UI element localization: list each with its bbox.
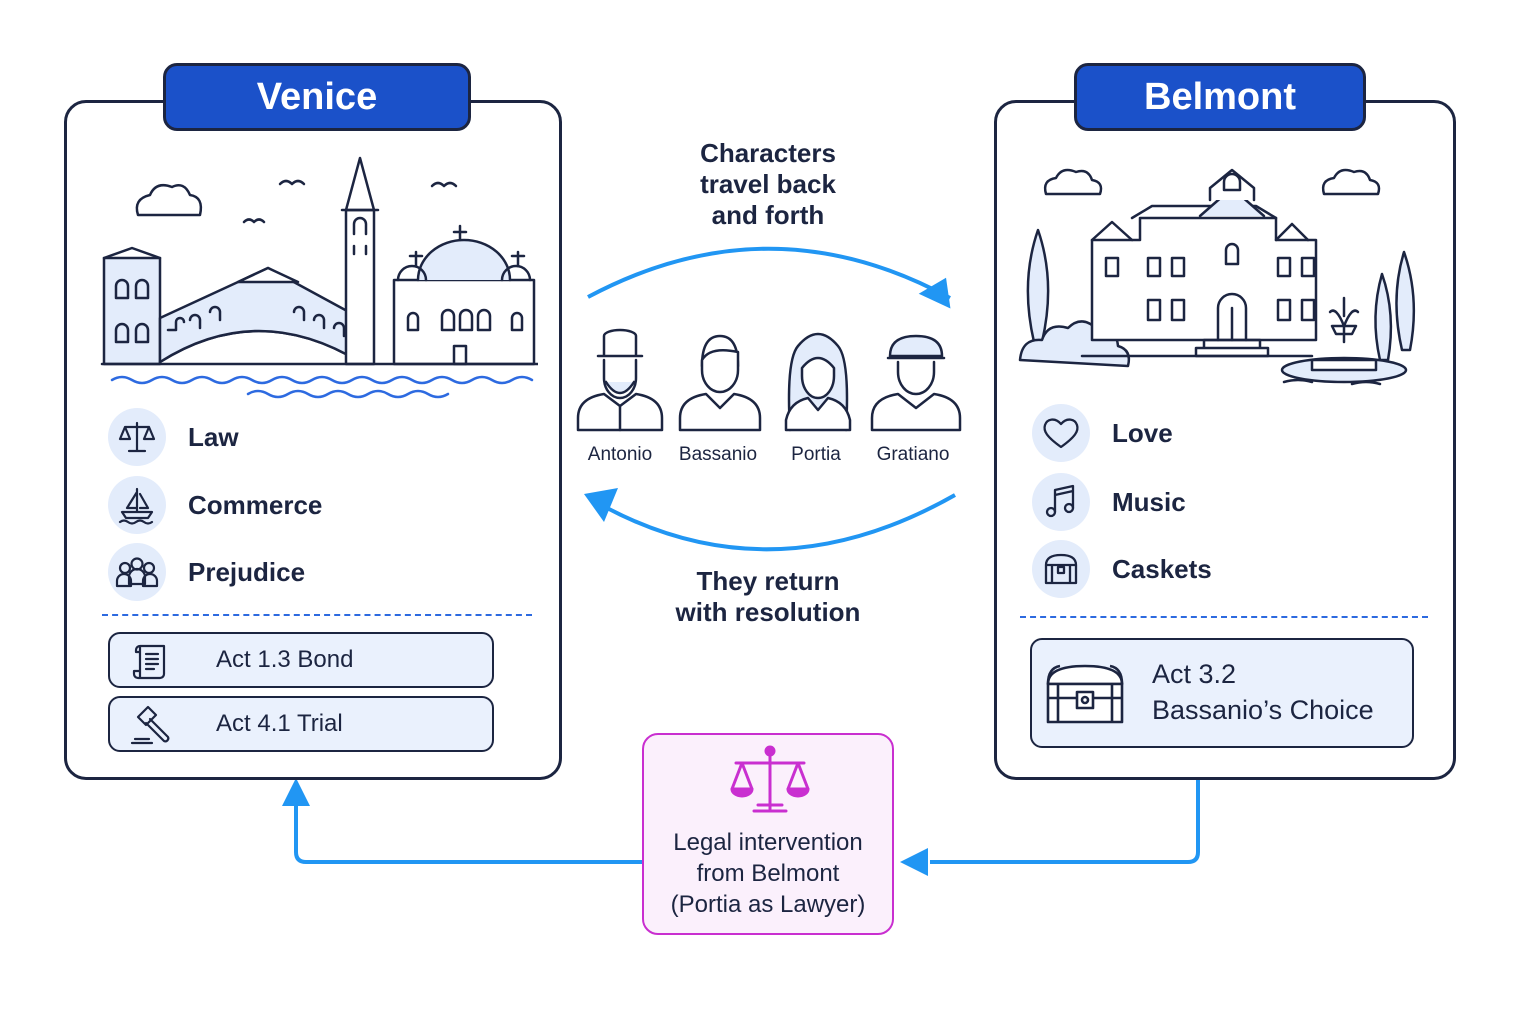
heart-icon [1032,404,1090,462]
intervention-line: Legal intervention [673,829,863,856]
caption-line: with resolution [675,597,861,627]
bird-icon [430,181,458,188]
venice-theme-prejudice: Prejudice [108,543,305,601]
scales-icon [108,408,166,466]
caption-line: and forth [711,200,825,230]
theme-label: Caskets [1112,553,1212,584]
intervention-to-venice-line [294,806,642,864]
travel-arrow-top-head [918,277,951,309]
scroll-icon [130,640,172,682]
treasure-chest-icon [1044,662,1126,726]
intervention-text: Legal intervention from Belmont (Portia … [644,827,892,920]
intervention-line: (Portia as Lawyer) [670,891,866,918]
portia-figure [784,332,852,432]
act-label: Act 3.2 Bassanio’s Choice [1152,656,1374,728]
venice-act-bond: Act 1.3 Bond [108,632,494,688]
character-bassanio: Bassanio [678,444,758,465]
ship-icon [108,476,166,534]
character-antonio: Antonio [587,444,653,465]
gratiano-figure [870,334,962,432]
theme-label: Commerce [188,489,323,520]
belmont-act-choice: Act 3.2 Bassanio’s Choice [1030,638,1414,748]
antonio-figure [576,328,664,432]
act-label: Act 4.1 Trial [216,710,343,737]
character-gratiano: Gratiano [876,444,950,465]
caption-line: They return [696,566,840,596]
cypress-tree [1026,228,1050,344]
belmont-title: Belmont [1074,63,1366,131]
belmont-to-intervention-line [930,780,1200,864]
belmont-theme-love: Love [1032,404,1173,462]
caption-line: travel back [700,169,836,199]
belmont-estate-illustration [1018,168,1416,386]
act-number: Act 3.2 [1152,659,1237,689]
travel-arrow-bottom-head [584,488,618,522]
venice-title: Venice [163,63,471,131]
theme-label: Music [1112,486,1186,517]
belmont-theme-caskets: Caskets [1032,540,1212,598]
intervention-line: from Belmont [696,860,840,887]
scales-of-justice-icon [728,743,812,821]
cloud-icon [1321,168,1381,196]
travel-caption-top: Characters travel back and forth [630,138,906,231]
theme-label: Law [188,421,239,452]
venice-skyline-illustration [100,156,538,399]
water-waves [110,375,534,385]
bassanio-figure [678,334,762,432]
cloud-icon [135,184,203,217]
belmont-to-intervention-head [900,848,928,876]
venice-theme-commerce: Commerce [108,476,322,534]
people-icon [108,543,166,601]
casket-icon [1032,540,1090,598]
act-title: Bassanio’s Choice [1152,695,1374,725]
intervention-to-venice-head [282,778,310,806]
travel-arrow-bottom [595,493,956,552]
fountain [1328,296,1360,344]
venice-divider [102,614,532,616]
venice-theme-law: Law [108,408,239,466]
music-note-icon [1032,473,1090,531]
venice-act-trial: Act 4.1 Trial [108,696,494,752]
bird-icon [242,218,266,224]
legal-intervention-box: Legal intervention from Belmont (Portia … [642,733,894,935]
caption-line: Characters [700,138,836,168]
travel-arrow-top [587,246,951,300]
character-figures [576,328,962,432]
belmont-divider [1020,616,1428,618]
theme-label: Love [1112,417,1173,448]
travel-caption-bottom: They return with resolution [630,566,906,628]
character-portia: Portia [791,444,841,465]
gavel-icon [128,703,174,749]
belmont-theme-music: Music [1032,473,1186,531]
theme-label: Prejudice [188,556,306,587]
act-label: Act 1.3 Bond [216,646,354,673]
bird-icon [278,179,306,186]
cloud-icon [1043,168,1103,196]
